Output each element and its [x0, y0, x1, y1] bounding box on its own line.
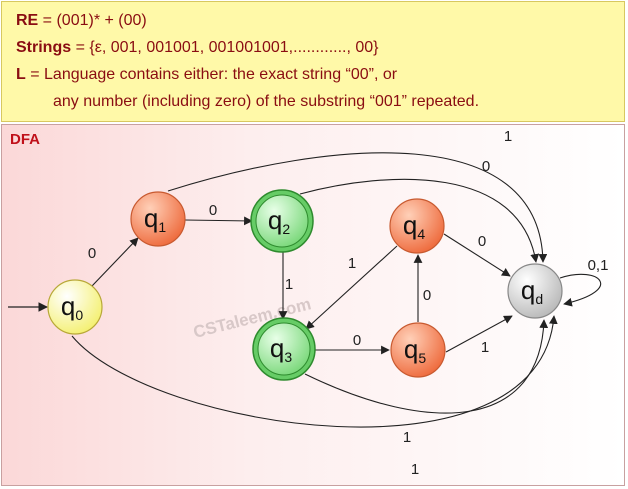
state-q1: q1	[130, 191, 186, 247]
state-q5: q5	[390, 322, 446, 378]
language-label: L	[16, 66, 26, 83]
language-line-1: L = Language contains either: the exact …	[16, 66, 397, 84]
state-q2: q2	[250, 189, 314, 253]
state-subscript-q2: 2	[282, 221, 290, 237]
transition-label-q3-qd: 1	[403, 429, 411, 446]
dfa-title: DFA	[10, 131, 40, 148]
strings-line: Strings = {ε, 001, 001001, 001001001,...…	[16, 39, 379, 57]
state-subscript-q1: 1	[158, 219, 166, 235]
state-subscript-q0: 0	[75, 307, 83, 323]
transition-q4-qd	[443, 233, 511, 277]
re-value: = (001)* + (00)	[38, 12, 147, 29]
transition-qd-qd	[559, 273, 602, 307]
transition-q5-qd	[445, 315, 513, 353]
state-q4: q4	[389, 198, 445, 254]
strings-label: Strings	[16, 39, 72, 56]
transition-label-q4-qd: 0	[478, 233, 486, 250]
state-subscript-q3: 3	[284, 349, 292, 365]
state-q3: q3	[252, 317, 316, 381]
transition-label-q5-q4: 0	[423, 287, 431, 304]
transition-q1-qd	[167, 152, 548, 263]
transition-label-q3-q5: 0	[353, 332, 361, 349]
re-line: RE = (001)* + (00)	[16, 12, 147, 30]
re-label: RE	[16, 12, 39, 29]
transition-label-qd-qd: 0,1	[588, 257, 609, 274]
transition-label-q0-qd: 1	[411, 461, 419, 478]
transition-label-q1-q2: 0	[209, 202, 217, 219]
transition-q1-q2	[184, 216, 253, 226]
language-line-2: any number (including zero) of the subst…	[53, 93, 479, 111]
transition-label-q1-qd: 1	[504, 128, 512, 145]
transition-label-q0-q1: 0	[88, 245, 96, 262]
state-q0: q0	[47, 279, 103, 335]
transition-label-q2-qd: 0	[482, 158, 490, 175]
state-subscript-q4: 4	[417, 226, 425, 242]
language-text-1: = Language contains either: the exact st…	[25, 66, 398, 83]
transition-q0-qd	[71, 315, 558, 428]
transition-q2-qd	[299, 178, 540, 263]
transition-q4-q3	[305, 245, 398, 330]
transition-label-q4-q3: 1	[348, 255, 356, 272]
transition-label-q5-qd: 1	[481, 339, 489, 356]
state-subscript-q5: 5	[418, 350, 426, 366]
strings-value: = {ε, 001, 001001, 001001001,...........…	[71, 39, 379, 56]
states: q0 q1 q2 q3 q4 q5 qd	[47, 189, 563, 381]
state-qd: qd	[507, 263, 563, 319]
state-subscript-qd: d	[535, 291, 543, 307]
transition-q0-q1	[91, 237, 139, 287]
language-text-2: any number (including zero) of the subst…	[53, 93, 480, 110]
transition-label-q2-q3: 1	[285, 276, 293, 293]
header-box: RE = (001)* + (00) Strings = {ε, 001, 00…	[1, 1, 625, 122]
